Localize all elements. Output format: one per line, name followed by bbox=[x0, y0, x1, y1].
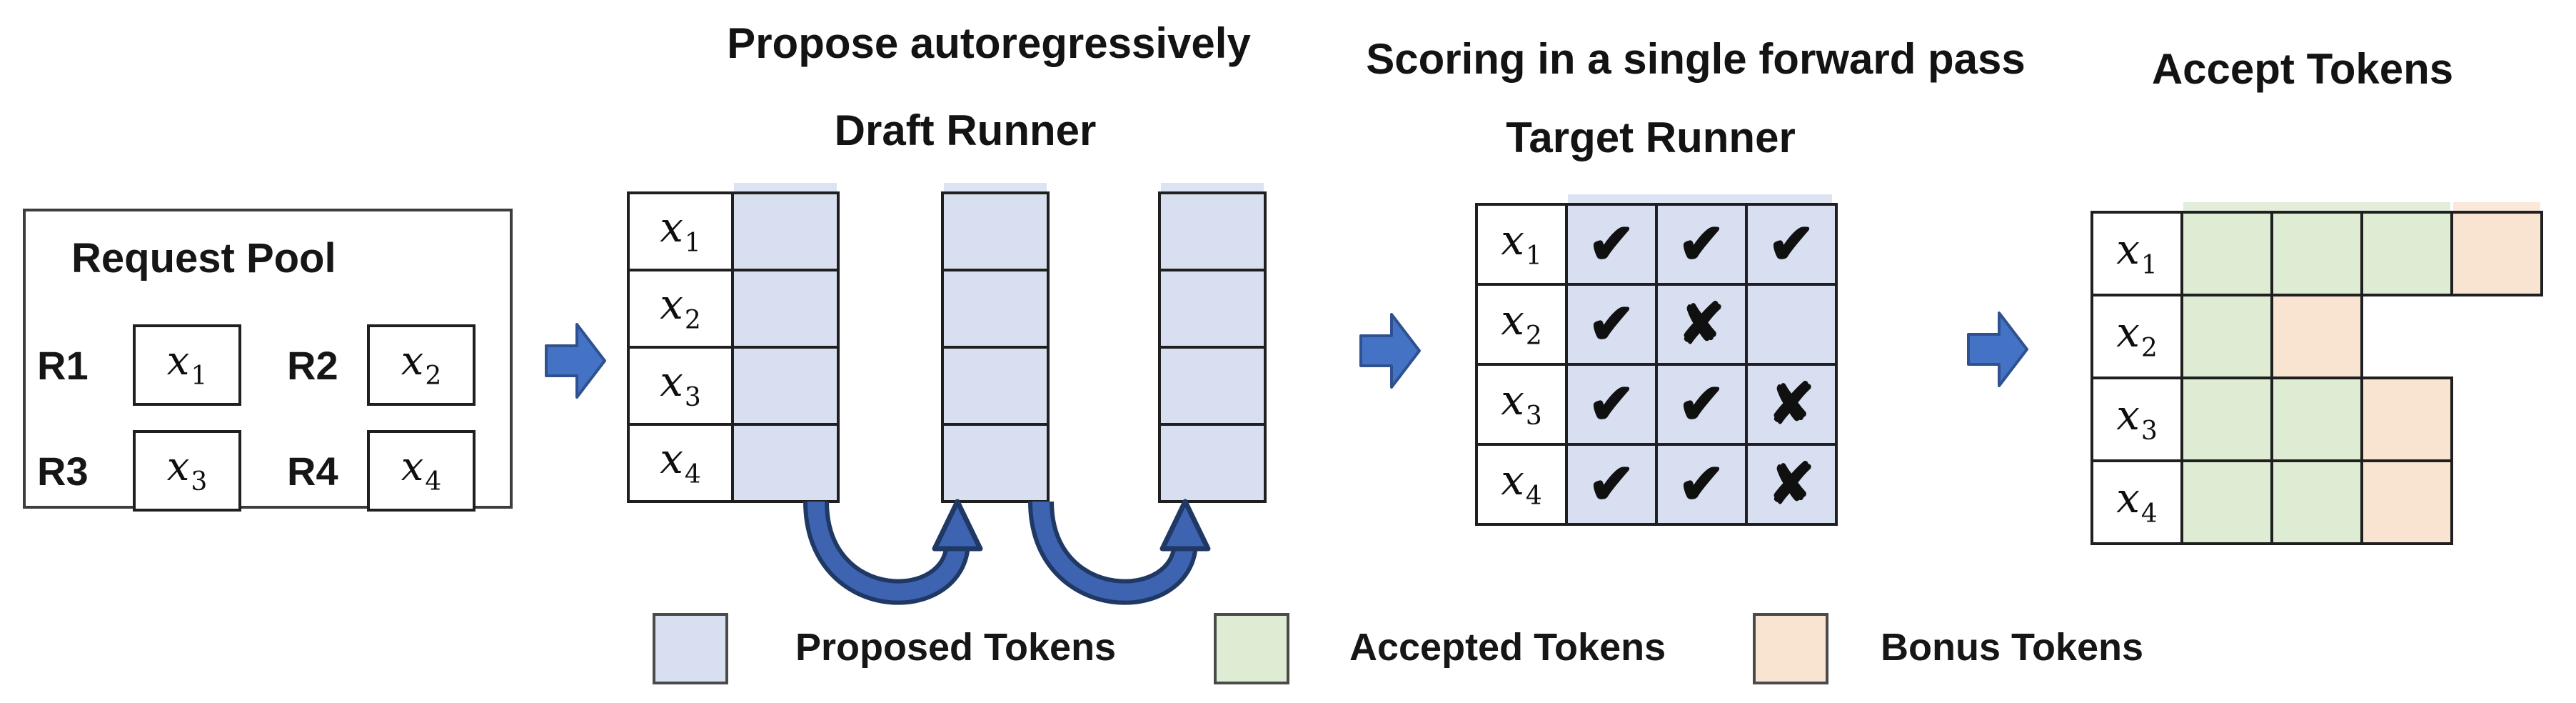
target-score-cell-check: ✔ bbox=[1568, 286, 1655, 363]
accept-token-cell bbox=[2363, 379, 2450, 459]
draft-proposed-cell bbox=[734, 349, 837, 423]
target-row-label-x2: x2 bbox=[1478, 286, 1565, 363]
token-box-x4: x4 bbox=[367, 430, 476, 512]
curved-arrow-icon-1 bbox=[803, 499, 983, 605]
target-score-cell-check: ✔ bbox=[1748, 206, 1835, 283]
accept-column-cap-green bbox=[2183, 202, 2450, 211]
draft-runner-title: Draft Runner bbox=[834, 106, 1097, 154]
draft-column-cap-2 bbox=[944, 183, 1047, 192]
draft-proposed-cell bbox=[944, 349, 1047, 423]
legend-swatch-bonus bbox=[1753, 613, 1828, 684]
request-label-r2: R2 bbox=[287, 342, 338, 388]
accept-token-cell bbox=[2453, 214, 2540, 294]
target-row-label-x4: x4 bbox=[1478, 446, 1565, 523]
accept-row-label-x2: x2 bbox=[2093, 296, 2180, 377]
target-row-label-x3: x3 bbox=[1478, 366, 1565, 443]
request-label-r4: R4 bbox=[287, 448, 338, 494]
draft-row-label-x4: x4 bbox=[630, 426, 731, 500]
accept-row-x2: x2 bbox=[2091, 294, 2363, 379]
target-row-label-x1: x1 bbox=[1478, 206, 1565, 283]
token-label-x1: x1 bbox=[166, 337, 208, 391]
target-score-cell-check: ✔ bbox=[1658, 446, 1745, 523]
target-score-cell-cross: ✘ bbox=[1748, 446, 1835, 523]
target-score-cell-check: ✔ bbox=[1658, 206, 1745, 283]
accept-row-x1: x1 bbox=[2091, 211, 2543, 296]
target-score-cell-check: ✔ bbox=[1568, 366, 1655, 443]
draft-proposed-cell bbox=[944, 426, 1047, 500]
target-score-cell-cross: ✘ bbox=[1748, 366, 1835, 443]
accept-token-cell bbox=[2183, 379, 2270, 459]
token-box-x1: x1 bbox=[133, 324, 241, 406]
legend-swatch-accepted bbox=[1214, 613, 1289, 684]
draft-proposed-cell bbox=[734, 194, 837, 269]
accept-tokens-title: Accept Tokens bbox=[2151, 45, 2454, 93]
draft-proposed-cell bbox=[944, 271, 1047, 346]
accept-row-x4: x4 bbox=[2091, 459, 2453, 545]
scoring-title: Scoring in a single forward pass bbox=[1366, 35, 2026, 83]
accept-token-cell bbox=[2273, 296, 2360, 377]
legend-label-bonus: Bonus Tokens bbox=[1881, 626, 2144, 669]
propose-title: Propose autoregressively bbox=[727, 19, 1251, 67]
target-column-cap bbox=[1568, 194, 1832, 204]
accept-row-x3: x3 bbox=[2091, 377, 2453, 462]
flow-arrow-icon-1 bbox=[545, 323, 606, 399]
draft-column-cap-1 bbox=[734, 183, 837, 192]
accept-token-cell bbox=[2363, 462, 2450, 542]
request-label-r3: R3 bbox=[37, 448, 89, 494]
accept-token-cell bbox=[2273, 214, 2360, 294]
draft-row-label-x3: x3 bbox=[630, 349, 731, 423]
target-score-cell-check: ✔ bbox=[1568, 446, 1655, 523]
autoregressive-step-arrows bbox=[803, 499, 1211, 605]
draft-proposed-cell bbox=[1161, 426, 1264, 500]
legend-swatch-proposed bbox=[653, 613, 728, 684]
draft-table-step2 bbox=[941, 191, 1050, 503]
accept-token-cell bbox=[2363, 214, 2450, 294]
draft-proposed-cell bbox=[734, 271, 837, 346]
accept-row-label-x1: x1 bbox=[2093, 214, 2180, 294]
flow-arrow-icon-3 bbox=[1967, 311, 2028, 387]
target-score-cell-check: ✔ bbox=[1658, 366, 1745, 443]
accept-row-label-x3: x3 bbox=[2093, 379, 2180, 459]
target-table: x1 ✔ ✔ ✔ x2 ✔ ✘ x3 ✔ ✔ ✘ x4 ✔ ✔ ✘ bbox=[1475, 203, 1838, 526]
request-pool-panel: Request Pool R1 x1 R2 x2 R3 x3 R4 x4 bbox=[23, 209, 513, 512]
draft-table-step1: x1 x2 x3 x4 bbox=[627, 191, 840, 503]
request-pool-title: Request Pool bbox=[71, 235, 336, 281]
token-label-x4: x4 bbox=[401, 443, 442, 497]
accept-token-cell bbox=[2183, 462, 2270, 542]
target-score-cell-cross: ✘ bbox=[1658, 286, 1745, 363]
legend-label-proposed: Proposed Tokens bbox=[795, 626, 1117, 669]
accept-column-cap-orange bbox=[2453, 202, 2540, 211]
accept-token-cell bbox=[2273, 462, 2360, 542]
target-score-cell-check: ✔ bbox=[1568, 206, 1655, 283]
draft-column-cap-3 bbox=[1161, 183, 1264, 192]
target-score-cell-empty bbox=[1748, 286, 1835, 363]
token-box-x2: x2 bbox=[367, 324, 476, 406]
draft-proposed-cell bbox=[1161, 349, 1264, 423]
target-runner-title: Target Runner bbox=[1506, 114, 1796, 161]
draft-row-label-x1: x1 bbox=[630, 194, 731, 269]
draft-table-step3 bbox=[1158, 191, 1267, 503]
token-label-x3: x3 bbox=[166, 443, 208, 497]
draft-row-label-x2: x2 bbox=[630, 271, 731, 346]
flow-arrow-icon-2 bbox=[1359, 313, 1421, 389]
legend-label-accepted: Accepted Tokens bbox=[1349, 626, 1666, 669]
accept-row-label-x4: x4 bbox=[2093, 462, 2180, 542]
draft-proposed-cell bbox=[734, 426, 837, 500]
curved-arrow-icon-2 bbox=[1028, 499, 1211, 605]
accept-token-cell bbox=[2273, 379, 2360, 459]
draft-proposed-cell bbox=[1161, 194, 1264, 269]
accept-token-cell bbox=[2183, 296, 2270, 377]
draft-proposed-cell bbox=[944, 194, 1047, 269]
token-label-x2: x2 bbox=[401, 337, 442, 391]
draft-proposed-cell bbox=[1161, 271, 1264, 346]
accept-token-cell bbox=[2183, 214, 2270, 294]
request-label-r1: R1 bbox=[37, 342, 89, 388]
token-box-x3: x3 bbox=[133, 430, 241, 512]
